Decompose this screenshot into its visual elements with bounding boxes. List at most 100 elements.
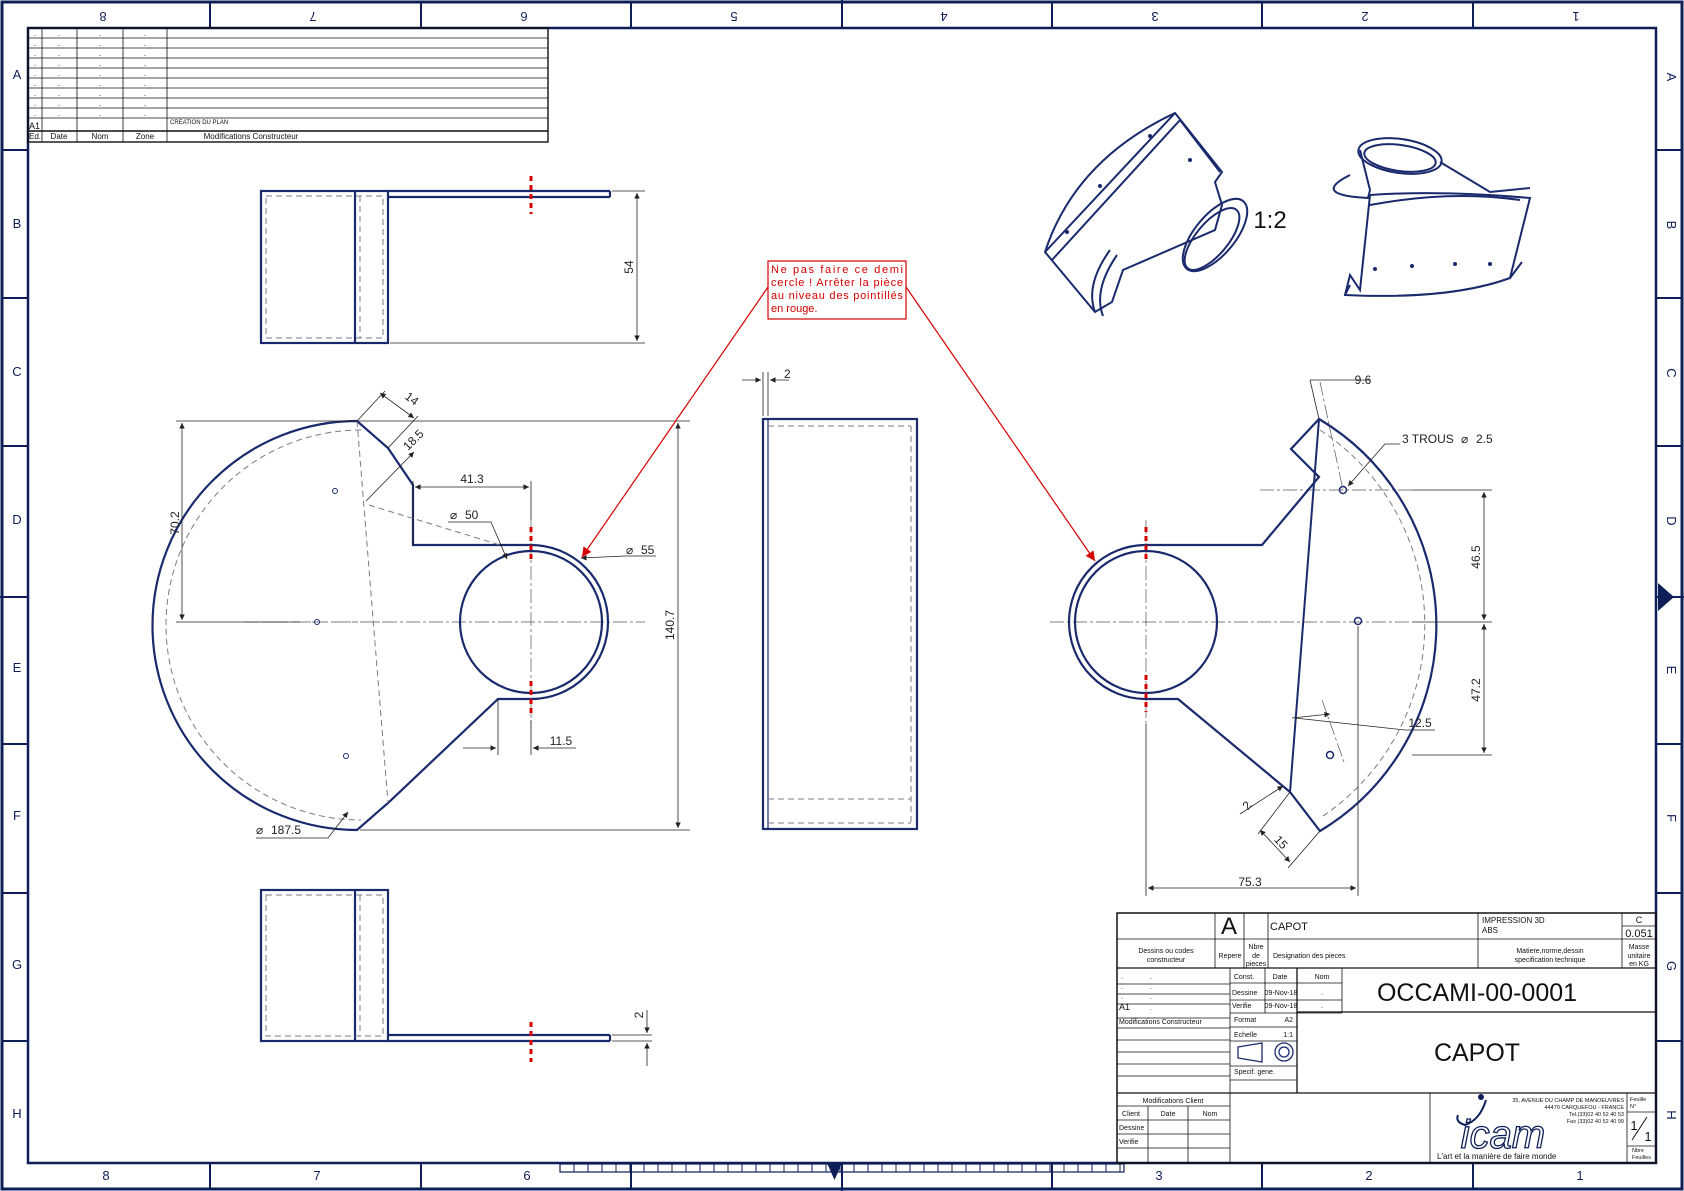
title-block-text: A CAPOT IMPRESSION 3D ABS C 0.051 Dessin…	[1119, 913, 1653, 1161]
tb-client-col-nom: Nom	[1203, 1111, 1218, 1118]
dim-right-holes: 3 TROUS	[1402, 432, 1454, 446]
side-view: 2	[742, 367, 919, 831]
rev-cell: .	[34, 79, 36, 88]
rev-header-ed: Ed.	[29, 132, 41, 141]
note-line-3: au niveau des pointillés	[771, 290, 904, 302]
iso-scale: 1:2	[1253, 207, 1286, 234]
tb-mini-rev-4b: .	[1150, 1005, 1152, 1012]
tb-mini-rev-1a: .	[1121, 974, 1123, 981]
tb-sheet-num: 1	[1630, 1118, 1637, 1133]
row-label-left: F	[13, 808, 21, 823]
row-label-right: C	[1664, 368, 1679, 377]
note-line-4: en rouge.	[771, 303, 817, 315]
tb-hdr-mass-2: unitaire	[1628, 953, 1651, 960]
note-leader-right	[905, 286, 1096, 562]
tb-sig-const: Const.	[1234, 974, 1254, 981]
tb-address-3: Tel.(33)02 40 52 40 53	[1569, 1112, 1624, 1118]
dim-right-fifteen: 15	[1271, 833, 1291, 853]
rev-row-a1-desc: CREATION DU PLAN	[170, 120, 228, 126]
tb-hdr-codes-1: Dessins ou codes	[1138, 948, 1194, 955]
col-label-bottom: 3	[1155, 1168, 1162, 1183]
isometric-view-right	[1332, 137, 1532, 297]
tb-client-col-client: Client	[1122, 1111, 1140, 1118]
tb-mini-rev-2b: .	[1150, 984, 1152, 991]
tb-material-line2: ABS	[1482, 926, 1498, 935]
tb-mass-value: 0.051	[1625, 928, 1653, 940]
rev-cell: .	[144, 69, 146, 78]
rev-cell: .	[34, 39, 36, 48]
rev-cell: .	[144, 89, 146, 98]
tb-hdr-codes-2: constructeur	[1147, 957, 1186, 964]
row-label-right: H	[1664, 1110, 1679, 1119]
row-label-right: E	[1664, 666, 1679, 675]
dim-front-small-offset: 11.5	[550, 734, 573, 748]
rev-cell: .	[34, 69, 36, 78]
tb-format-value: A2	[1284, 1017, 1293, 1024]
rev-cell: .	[58, 79, 60, 88]
rev-cell: .	[144, 59, 146, 68]
tb-material-line1: IMPRESSION 3D	[1482, 916, 1545, 925]
tb-hdr-repere: Repere	[1219, 953, 1242, 960]
col-label-bottom: 2	[1365, 1168, 1372, 1183]
dim-right-holes-dia: 2.5	[1476, 432, 1493, 446]
rev-cell: .	[58, 59, 60, 68]
red-note: Ne pas faire ce demi cercle ! Arrêter la…	[581, 260, 1096, 562]
dim-right-down: 47.2	[1469, 678, 1483, 702]
tb-item-name: CAPOT	[1270, 921, 1308, 933]
rev-header-zone: Zone	[136, 132, 155, 141]
col-label-top: 1	[1572, 9, 1579, 24]
tb-sig-drawn-name: .	[1321, 990, 1323, 997]
right-view: 9.6 3 TROUS ⌀ 2.5 46.5 47.2 12.5 2 15 75…	[1050, 373, 1493, 896]
tb-sheet-label-2: N°	[1630, 1104, 1636, 1110]
dim-front-half-height: 70.2	[168, 511, 182, 535]
tb-hdr-qty-3: pieces	[1246, 961, 1267, 968]
dim-front-thick-a: 14	[402, 389, 421, 408]
tb-sheet-total: 1	[1644, 1129, 1651, 1144]
rev-cell: .	[58, 49, 60, 58]
tb-item-letter: A	[1221, 913, 1237, 940]
rev-header-modifications: Modifications Constructeur	[204, 132, 299, 141]
col-label-bottom: 6	[523, 1168, 530, 1183]
rev-cell: .	[99, 99, 101, 108]
tb-sig-checked: Verifie	[1232, 1003, 1252, 1010]
tb-title: CAPOT	[1434, 1039, 1520, 1067]
rev-cell: .	[58, 39, 60, 48]
tb-hdr-mat-1: Matiere,norme,dessin	[1516, 948, 1583, 955]
dim-right-holes-dia-symbol: ⌀	[1461, 432, 1468, 446]
zone-labels: 8 7 6 5 4 3 2 1 8 7 6 3 2 1 A B C D E F …	[12, 9, 1679, 1183]
rev-cell: .	[144, 39, 146, 48]
col-label-top: 6	[520, 9, 527, 24]
isometric-view-left	[1043, 111, 1249, 317]
dim-front-outer-dia: 55	[641, 543, 655, 557]
rev-cell: .	[34, 109, 36, 118]
tb-hdr-mass-3: en KG	[1629, 961, 1649, 968]
bottom-view: 2	[259, 888, 652, 1066]
tb-mini-rev-2a: .	[1121, 984, 1123, 991]
dim-right-width: 75.3	[1238, 875, 1262, 889]
note-line-2: cercle ! Arrêter la pièce	[771, 277, 903, 289]
tb-client-drawn: Dessine	[1119, 1125, 1144, 1132]
col-label-top: 2	[1361, 9, 1368, 24]
rev-row-a1-ed: A1	[29, 121, 40, 131]
tb-sheet-label-1: Feuille	[1630, 1097, 1646, 1103]
rev-header-date: Date	[51, 132, 68, 141]
tb-specif: Specif. gene.	[1234, 1069, 1275, 1076]
revision-block	[27, 27, 549, 143]
row-label-right: A	[1664, 73, 1679, 82]
tb-sig-drawn: Dessine	[1232, 990, 1257, 997]
tb-mini-rev-3b: .	[1150, 994, 1152, 1001]
row-label-left: E	[13, 660, 22, 675]
row-label-left: A	[13, 67, 22, 82]
dim-right-small: 12.5	[1408, 716, 1432, 730]
col-label-top: 4	[940, 9, 947, 24]
dim-front-inner-dia-symbol: ⌀	[450, 508, 457, 522]
tb-sig-drawn-date: 09-Nov-18	[1265, 990, 1298, 997]
dim-front-offset: 41.3	[460, 472, 484, 486]
dim-front-outer-dia-symbol: ⌀	[626, 543, 633, 557]
rev-cell: .	[99, 79, 101, 88]
dim-top-view-height: 54	[622, 260, 636, 274]
bottom-ruler	[559, 1163, 1125, 1173]
row-label-left: H	[12, 1106, 21, 1121]
tb-sig-checked-date: 09-Nov-18	[1265, 1003, 1298, 1010]
